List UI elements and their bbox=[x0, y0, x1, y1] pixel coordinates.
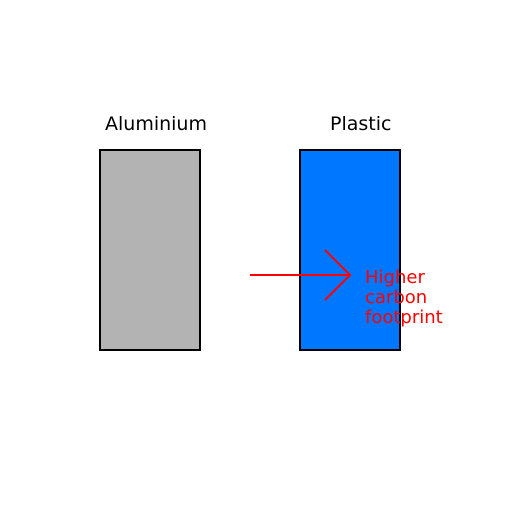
aluminium-label: Aluminium bbox=[105, 113, 207, 135]
annotation-line-1: Higher bbox=[365, 267, 425, 288]
plastic-block bbox=[299, 149, 401, 351]
annotation-line-3: footprint bbox=[365, 307, 443, 328]
plastic-label: Plastic bbox=[330, 113, 392, 135]
carbon-footprint-annotation: Higher carbon footprint bbox=[365, 268, 443, 328]
annotation-line-2: carbon bbox=[365, 287, 428, 308]
aluminium-block bbox=[99, 149, 201, 351]
